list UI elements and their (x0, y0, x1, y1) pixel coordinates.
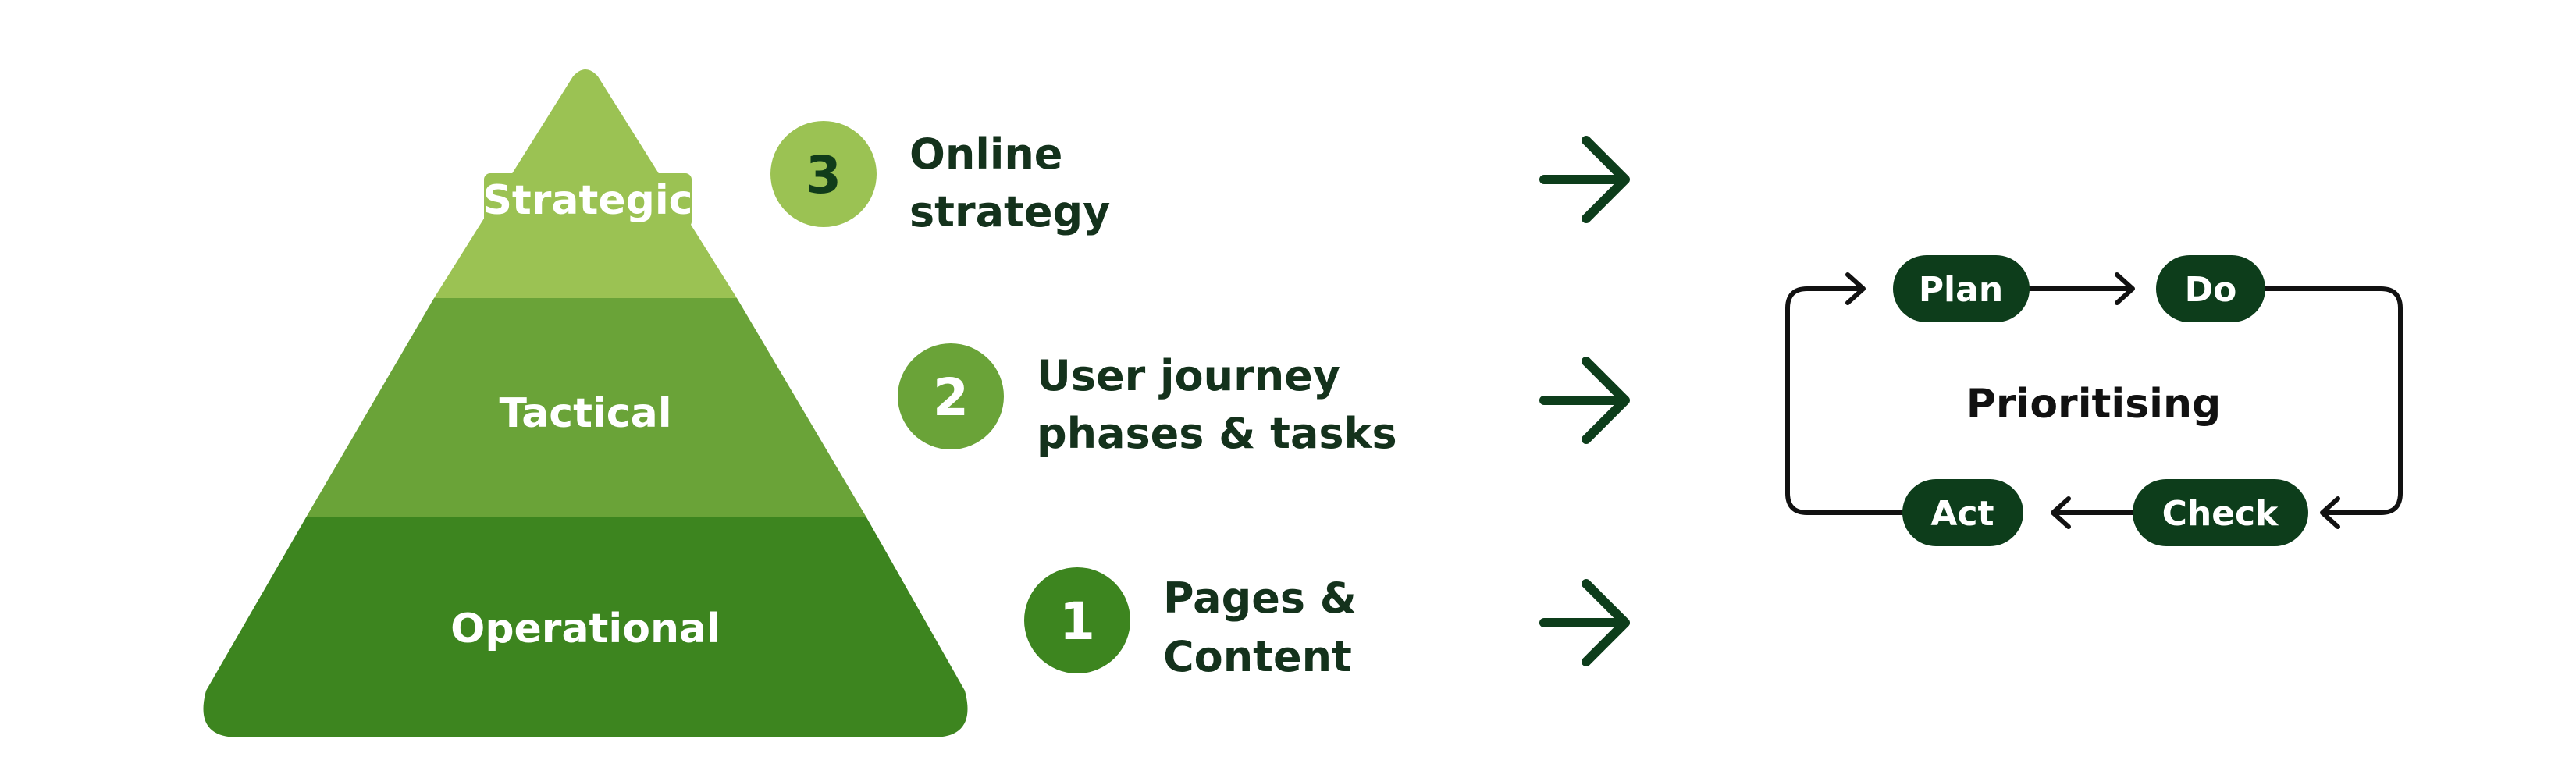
item-pages-content: 1 Pages & Content (1024, 567, 1357, 681)
check-pill (2133, 479, 2308, 546)
pyramid-label-strategic: Strategic (482, 177, 692, 224)
strategic-label-backing (484, 173, 692, 228)
item-label-line2: Content (1163, 632, 1352, 681)
arrow-right-icon (1539, 357, 1630, 444)
do-label: Do (2185, 270, 2237, 310)
cycle-arrow-do-to-check (2261, 286, 2403, 529)
badge-number-3: 3 (806, 145, 841, 205)
item-label-line1: Online (909, 130, 1062, 179)
arrows (1539, 136, 1630, 666)
cycle-arrow-act-to-plan (1785, 272, 1905, 515)
badge-number-2: 2 (933, 368, 969, 428)
item-online-strategy: 3 Online strategy (770, 121, 1110, 236)
act-label: Act (1930, 494, 1994, 534)
number-badge-2 (898, 343, 1004, 449)
number-badge-1 (1024, 567, 1130, 673)
cycle-center-label: Prioritising (1966, 381, 2221, 428)
arrow-right-icon (1539, 579, 1630, 666)
act-pill (1902, 479, 2023, 546)
arrow-right-icon (1539, 136, 1630, 223)
item-label-line1: Pages & (1163, 574, 1357, 623)
number-badge-3 (770, 121, 877, 227)
plan-label: Plan (1919, 270, 2003, 310)
cycle-arrow-plan-to-do (2026, 272, 2135, 305)
pdca-cycle: Plan Do Check Act Prioritising (1785, 255, 2403, 546)
do-pill (2156, 255, 2265, 322)
plan-pill (1893, 255, 2030, 322)
pyramid: Strategic Tactical Operational (203, 69, 968, 737)
pyramid-level-operational (203, 517, 968, 737)
pyramid-label-operational: Operational (450, 606, 720, 652)
item-label-line2: strategy (909, 187, 1110, 236)
pyramid-label-tactical: Tactical (499, 390, 671, 437)
check-label: Check (2162, 494, 2280, 534)
pyramid-level-tactical-shape (306, 298, 866, 517)
item-user-journey: 2 User journey phases & tasks (898, 343, 1397, 458)
badge-number-1: 1 (1059, 592, 1095, 652)
item-label-line1: User journey (1037, 351, 1340, 400)
cycle-arrow-check-to-act (2051, 496, 2135, 529)
item-label-line2: phases & tasks (1037, 409, 1397, 458)
